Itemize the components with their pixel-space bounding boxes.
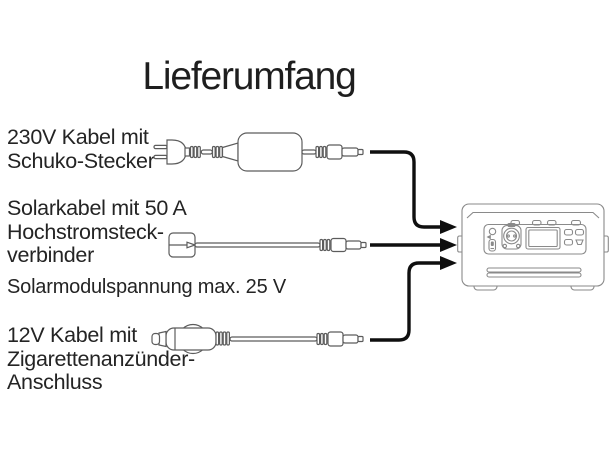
device-vents-bottom bbox=[486, 267, 582, 278]
device-front-panel bbox=[483, 223, 587, 255]
schuko-plug-icon bbox=[153, 139, 191, 165]
cable-230v-illustration bbox=[153, 132, 364, 172]
power-button-and-switch bbox=[486, 227, 497, 252]
cable-solar-illustration bbox=[168, 232, 367, 258]
page-title: Lieferumfang bbox=[142, 55, 356, 98]
label-line: Zigarettenanzünder- bbox=[7, 346, 195, 371]
cigarette-lighter-plug-icon bbox=[151, 323, 231, 355]
power-station-illustration bbox=[457, 203, 609, 291]
ac-socket-icon bbox=[501, 222, 522, 250]
arrow-12v bbox=[370, 256, 457, 342]
arrow-solar bbox=[370, 238, 457, 252]
device-top-edge bbox=[466, 211, 600, 219]
label-cable-230v: 230V Kabel mit Schuko-Stecker bbox=[7, 125, 155, 173]
label-line: Schuko-Stecker bbox=[7, 148, 155, 173]
cable-strain-relief-icon bbox=[189, 142, 239, 162]
dc-connector-icon bbox=[319, 237, 367, 253]
label-line: Solarkabel mit 50 A bbox=[7, 196, 187, 220]
note-solar-voltage: Solarmodulspannung max. 25 V bbox=[7, 276, 287, 298]
high-current-connector-icon bbox=[168, 232, 197, 258]
label-cable-solar: Solarkabel mit 50 A Hochstromsteck- verb… bbox=[7, 196, 187, 268]
label-line: Anschluss bbox=[7, 370, 103, 395]
display-icon bbox=[525, 226, 561, 250]
device-body bbox=[461, 203, 605, 287]
label-line: verbinder bbox=[7, 243, 94, 268]
label-line: 12V Kabel mit bbox=[7, 323, 137, 347]
arrow-230v bbox=[370, 150, 457, 234]
label-line: 230V Kabel mit bbox=[7, 125, 149, 149]
dc-connector-icon bbox=[301, 144, 364, 160]
output-ports bbox=[563, 228, 585, 246]
label-cable-12v: 12V Kabel mit Zigarettenanzünder- Anschl… bbox=[7, 323, 195, 395]
dc-connector-icon bbox=[316, 331, 364, 347]
label-line: Hochstromsteck- bbox=[7, 219, 164, 244]
cable-12v-illustration bbox=[151, 323, 364, 355]
